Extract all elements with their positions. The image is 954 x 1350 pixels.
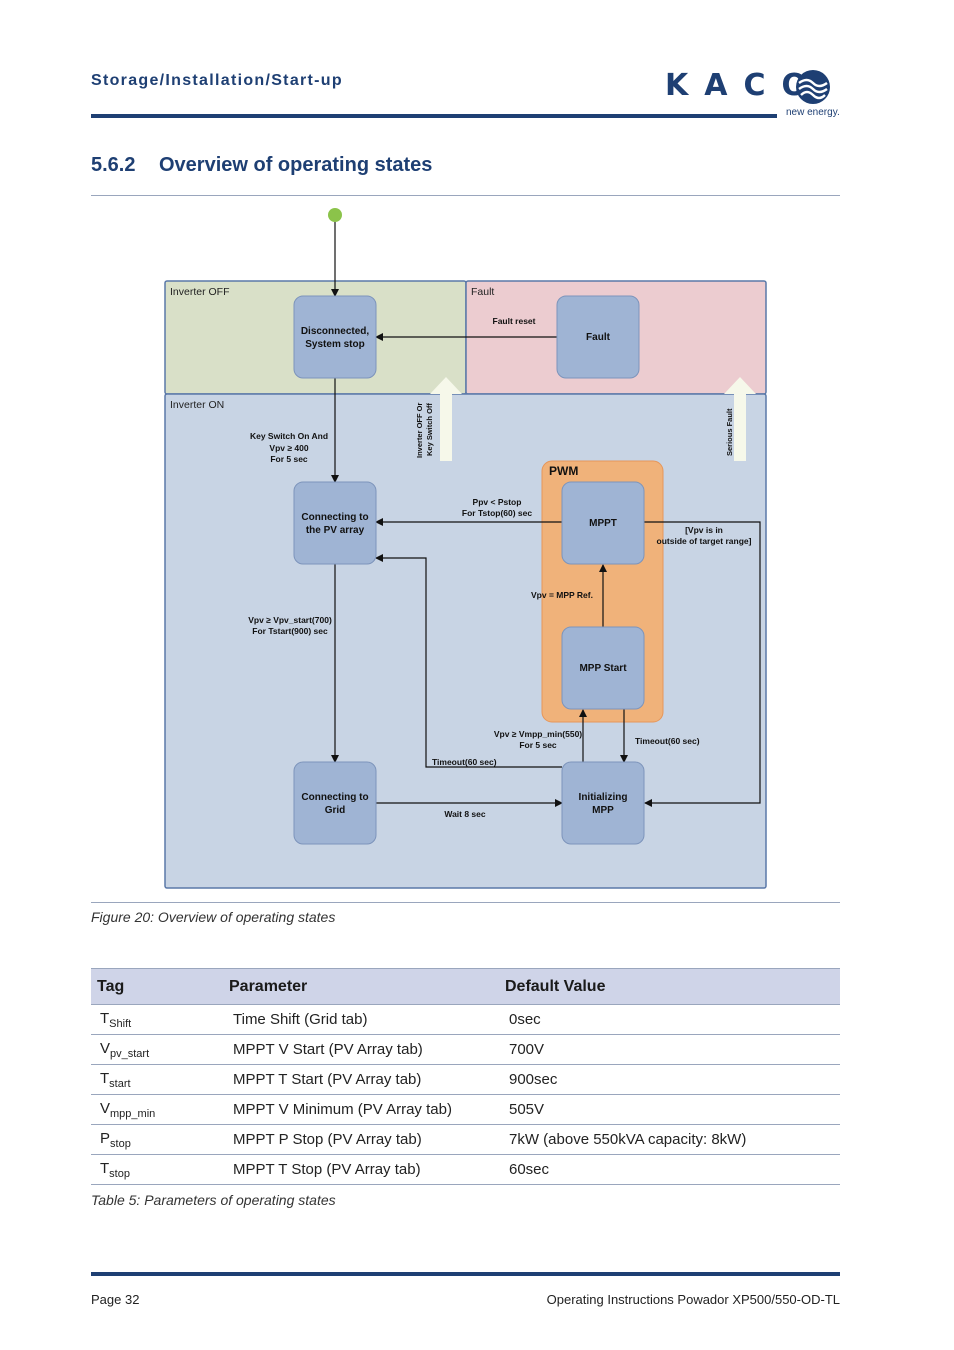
table-row: Vmpp_min MPPT V Minimum (PV Array tab) 5… bbox=[91, 1094, 840, 1125]
parameter-cell: Time Shift (Grid tab) bbox=[223, 1004, 499, 1035]
label-fault-reset: Fault reset bbox=[493, 316, 536, 326]
svg-text:the PV array: the PV array bbox=[306, 525, 365, 536]
value-cell: 900sec bbox=[499, 1064, 840, 1095]
value-cell: 505V bbox=[499, 1094, 840, 1125]
value-cell: 7kW (above 550kVA capacity: 8kW) bbox=[499, 1124, 840, 1155]
state-mpp-start: MPP Start bbox=[561, 626, 645, 710]
logo-wordmark: KACO bbox=[665, 68, 823, 103]
page-number: Page 32 bbox=[91, 1292, 140, 1307]
label-pstop-2: For Tstop(60) sec bbox=[462, 508, 532, 518]
zone-label-fault: Fault bbox=[471, 286, 494, 298]
svg-text:Connecting to: Connecting to bbox=[301, 512, 368, 523]
svg-text:Fault: Fault bbox=[586, 332, 611, 343]
tag-cell: TShift bbox=[91, 1004, 223, 1035]
value-cell: 0sec bbox=[499, 1004, 840, 1035]
label-pstop-1: Ppv < Pstop bbox=[473, 497, 522, 507]
label-key-switch-3: For 5 sec bbox=[270, 454, 308, 464]
section-heading: 5.6.2 Overview of operating states bbox=[91, 154, 432, 177]
svg-text:System stop: System stop bbox=[305, 339, 364, 350]
parameter-cell: MPPT V Start (PV Array tab) bbox=[223, 1034, 499, 1065]
tag-cell: Tstop bbox=[91, 1154, 223, 1185]
label-wait: Wait 8 sec bbox=[444, 809, 486, 819]
svg-text:Initializing: Initializing bbox=[579, 792, 628, 803]
state-fault: Fault bbox=[556, 295, 640, 379]
operating-states-diagram: Inverter OFF Fault Inverter ON PWM Disco… bbox=[164, 208, 767, 889]
svg-text:Grid: Grid bbox=[325, 805, 346, 816]
label-vpv-range-1: [Vpv is in bbox=[685, 525, 723, 535]
label-timeout-left: Timeout(60 sec) bbox=[432, 757, 497, 767]
document-title: Operating Instructions Powador XP500/550… bbox=[546, 1292, 840, 1307]
header-default-value: Default Value bbox=[499, 968, 840, 1005]
parameter-cell: MPPT P Stop (PV Array tab) bbox=[223, 1124, 499, 1155]
edge-timeout-left bbox=[375, 554, 562, 768]
value-cell: 60sec bbox=[499, 1154, 840, 1185]
tag-cell: Vmpp_min bbox=[91, 1094, 223, 1125]
table-caption: Table 5: Parameters of operating states bbox=[91, 1192, 336, 1208]
zone-label-inverter-on: Inverter ON bbox=[170, 399, 224, 411]
label-inverter-off-or-2: Key Switch Off bbox=[425, 403, 434, 456]
parameter-cell: MPPT V Minimum (PV Array tab) bbox=[223, 1094, 499, 1125]
zone-label-pwm: PWM bbox=[549, 464, 578, 478]
header-section-path: Storage/Installation/Start-up bbox=[91, 72, 343, 89]
label-serious-fault: Serious Fault bbox=[725, 408, 734, 456]
svg-text:MPPT: MPPT bbox=[589, 518, 617, 529]
label-key-switch-2: Vpv ≥ 400 bbox=[269, 443, 308, 453]
table-row: Vpv_start MPPT V Start (PV Array tab) 70… bbox=[91, 1034, 840, 1065]
value-cell: 700V bbox=[499, 1034, 840, 1065]
label-vpv-range-2: outside of target range] bbox=[657, 536, 752, 546]
svg-text:MPP: MPP bbox=[592, 805, 614, 816]
table-row: TShift Time Shift (Grid tab) 0sec bbox=[91, 1004, 840, 1035]
parameters-table: Tag Parameter Default Value TShift Time … bbox=[91, 968, 840, 1185]
section-title: Overview of operating states bbox=[159, 154, 433, 176]
state-disconnected: Disconnected, System stop bbox=[293, 295, 377, 379]
label-key-switch-1: Key Switch On And bbox=[250, 431, 328, 441]
header-parameter: Parameter bbox=[223, 968, 499, 1005]
kaco-logo: KACO new energy. bbox=[665, 66, 845, 126]
zone-label-inverter-off: Inverter OFF bbox=[170, 286, 230, 298]
label-vmpp-min-1: Vpv ≥ Vmpp_min(550) bbox=[494, 729, 582, 739]
parameter-cell: MPPT T Stop (PV Array tab) bbox=[223, 1154, 499, 1185]
logo-tagline: new energy. bbox=[786, 107, 840, 118]
parameter-cell: MPPT T Start (PV Array tab) bbox=[223, 1064, 499, 1095]
state-connecting-pv-array: Connecting to the PV array bbox=[293, 481, 377, 565]
svg-text:Connecting to: Connecting to bbox=[301, 792, 368, 803]
svg-text:MPP Start: MPP Start bbox=[579, 663, 627, 674]
table-row: Tstart MPPT T Start (PV Array tab) 900se… bbox=[91, 1064, 840, 1095]
svg-text:Disconnected,: Disconnected, bbox=[301, 326, 370, 337]
label-vmpp-min-2: For 5 sec bbox=[519, 740, 557, 750]
initial-state-dot bbox=[328, 208, 342, 222]
tag-cell: Tstart bbox=[91, 1064, 223, 1095]
state-initializing-mpp: Initializing MPP bbox=[561, 761, 645, 845]
serious-fault-up-arrow bbox=[724, 377, 756, 461]
header-tag: Tag bbox=[91, 968, 223, 1005]
state-connecting-grid: Connecting to Grid bbox=[293, 761, 377, 845]
section-number: 5.6.2 bbox=[91, 154, 136, 176]
figure-caption: Figure 20: Overview of operating states bbox=[91, 909, 336, 925]
label-inverter-off-or-1: Inverter OFF Or bbox=[415, 402, 424, 458]
figure-bottom-rule bbox=[91, 902, 840, 903]
table-header-row: Tag Parameter Default Value bbox=[91, 968, 840, 1005]
edge-vpv-range bbox=[644, 521, 761, 807]
state-mppt: MPPT bbox=[561, 481, 645, 565]
footer-rule bbox=[91, 1272, 840, 1276]
tag-cell: Vpv_start bbox=[91, 1034, 223, 1065]
wave-logo-icon bbox=[796, 70, 830, 104]
label-mpp-ref: Vpv = MPP Ref. bbox=[531, 590, 593, 600]
inverter-off-up-arrow bbox=[430, 377, 462, 461]
tag-cell: Pstop bbox=[91, 1124, 223, 1155]
label-vpv-start-1: Vpv ≥ Vpv_start(700) bbox=[248, 615, 332, 625]
label-vpv-start-2: For Tstart(900) sec bbox=[252, 626, 328, 636]
table-row: Tstop MPPT T Stop (PV Array tab) 60sec bbox=[91, 1154, 840, 1185]
table-row: Pstop MPPT P Stop (PV Array tab) 7kW (ab… bbox=[91, 1124, 840, 1155]
figure-top-rule bbox=[91, 195, 840, 196]
header-rule bbox=[91, 114, 777, 118]
label-timeout-right: Timeout(60 sec) bbox=[635, 736, 700, 746]
